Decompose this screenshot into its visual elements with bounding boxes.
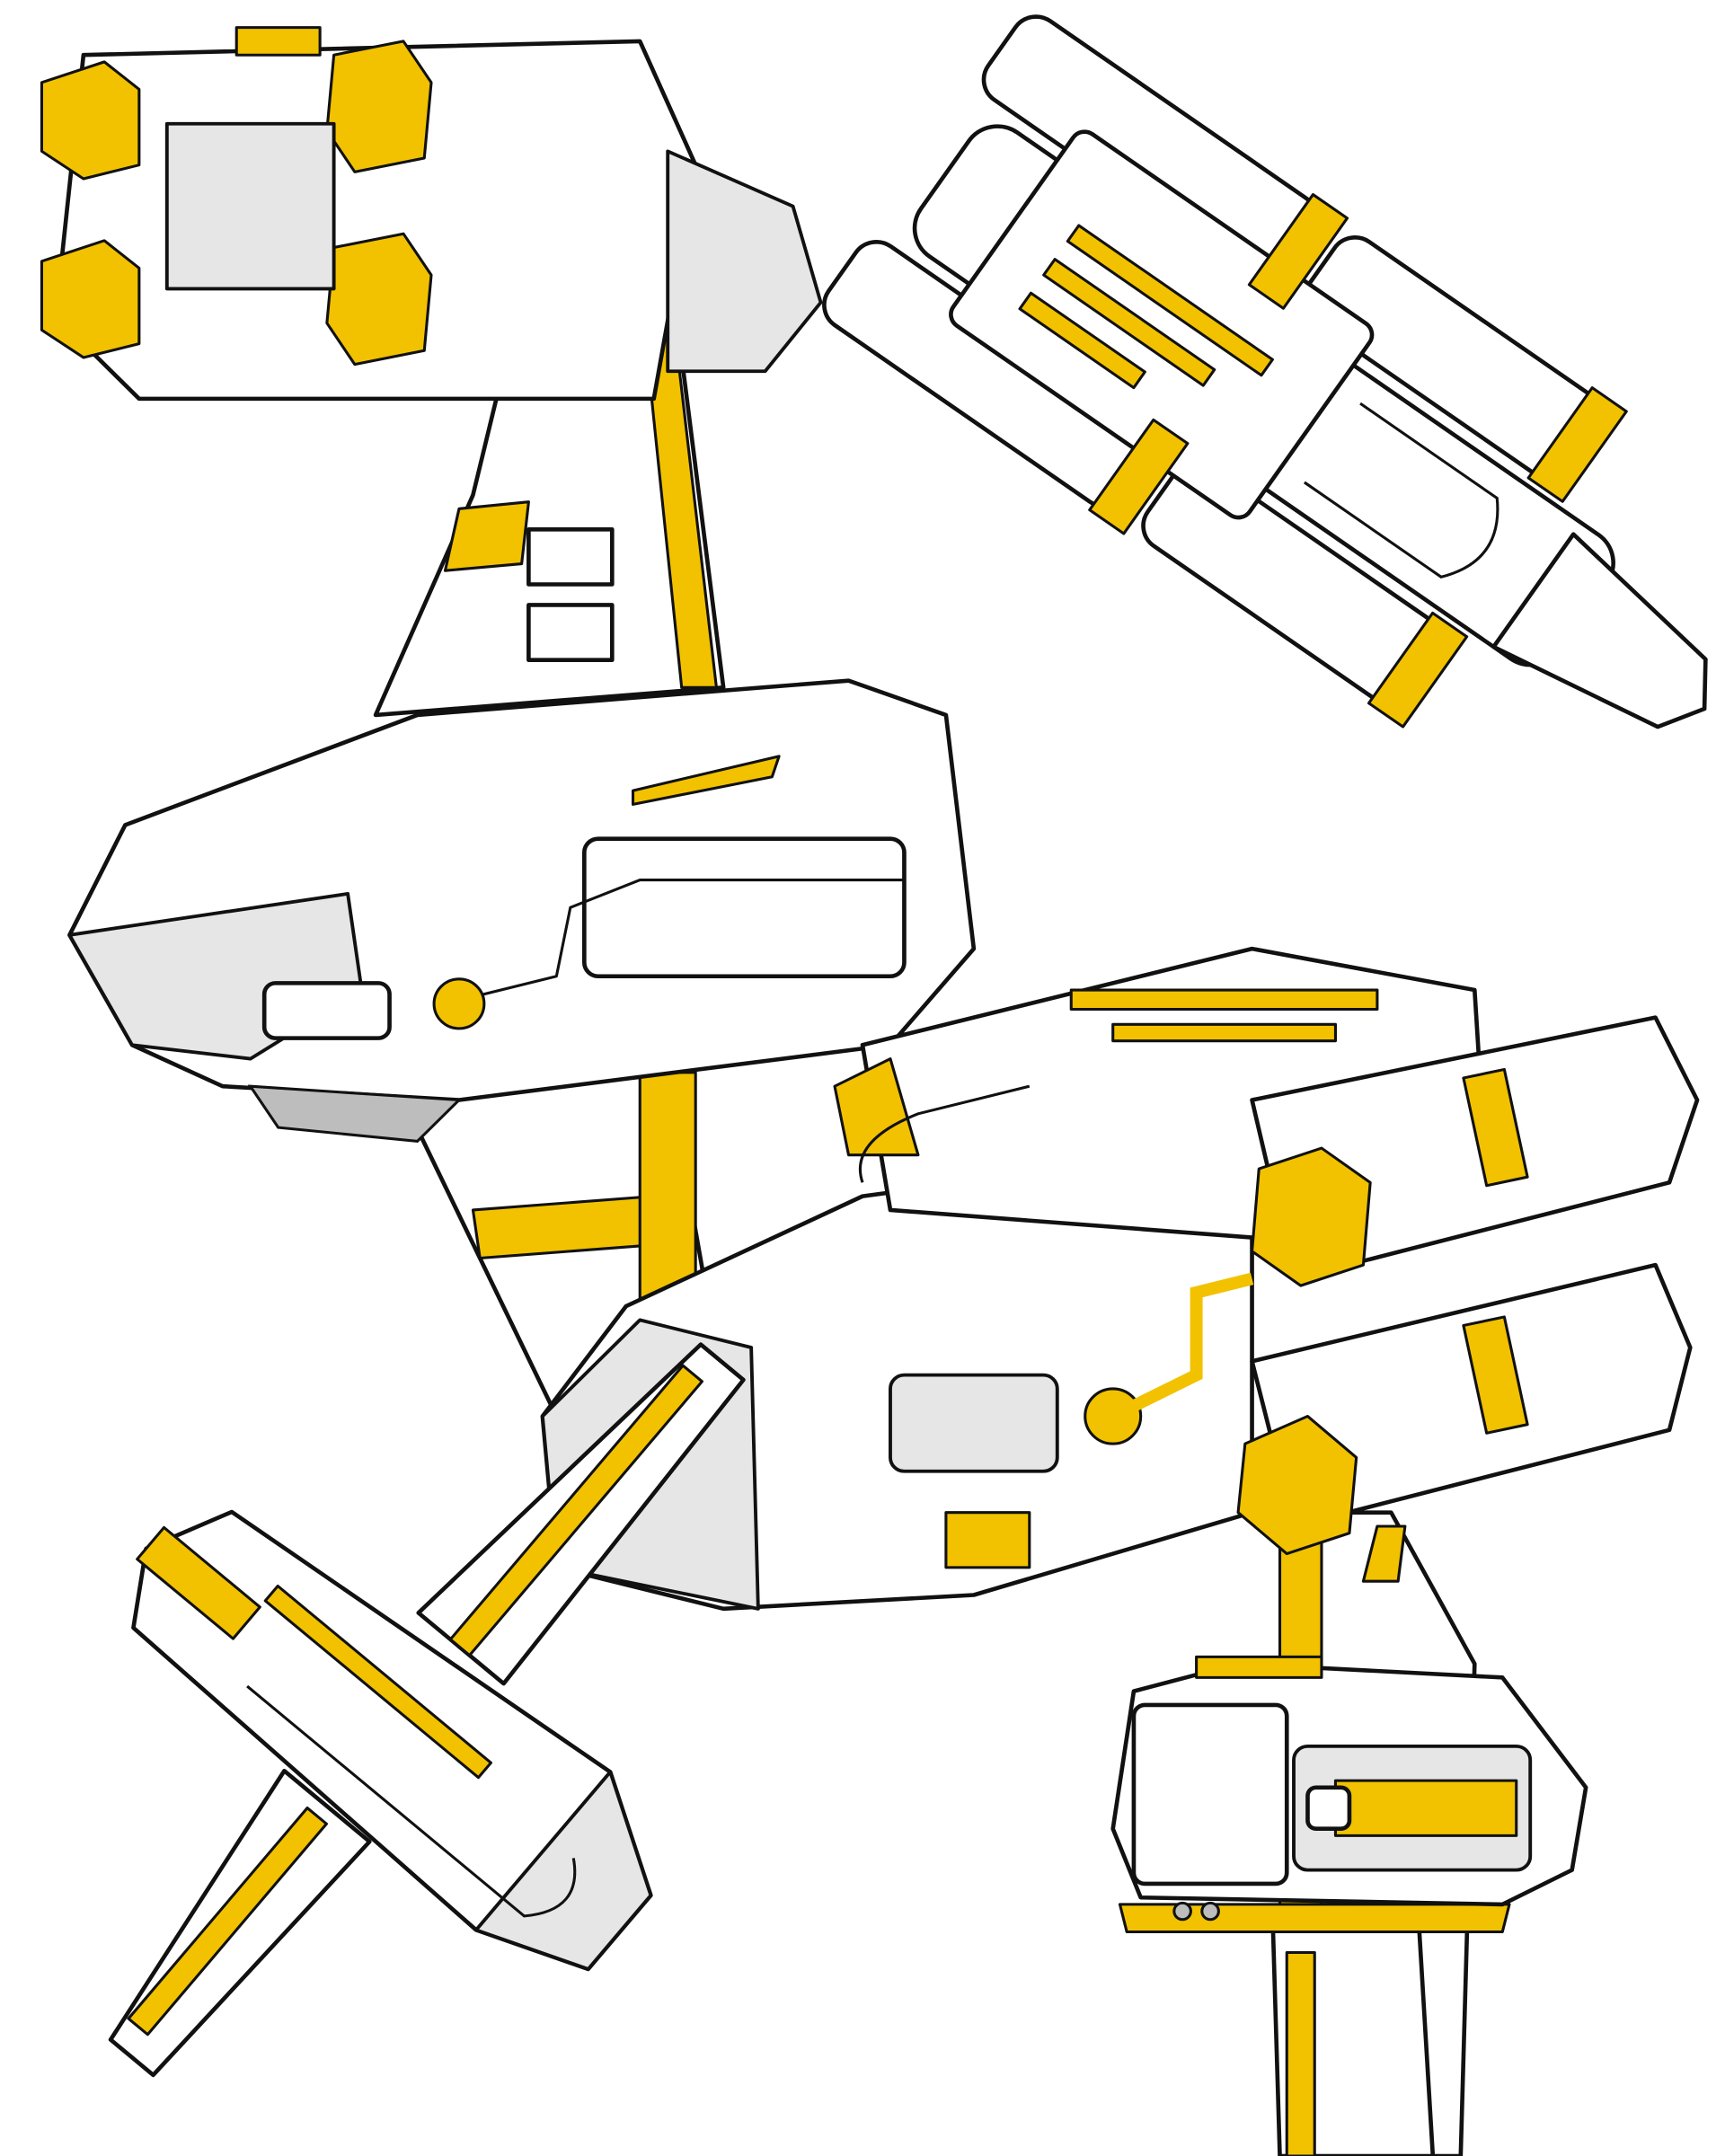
ship-view-center-right: [540, 946, 1700, 2156]
ship-view-bottom-left: [108, 1342, 746, 2078]
ship-view-top-right: [822, 14, 1708, 729]
ship-view-bottom-right: [1110, 1655, 1588, 2156]
ship-view-top-left: [40, 26, 977, 1418]
